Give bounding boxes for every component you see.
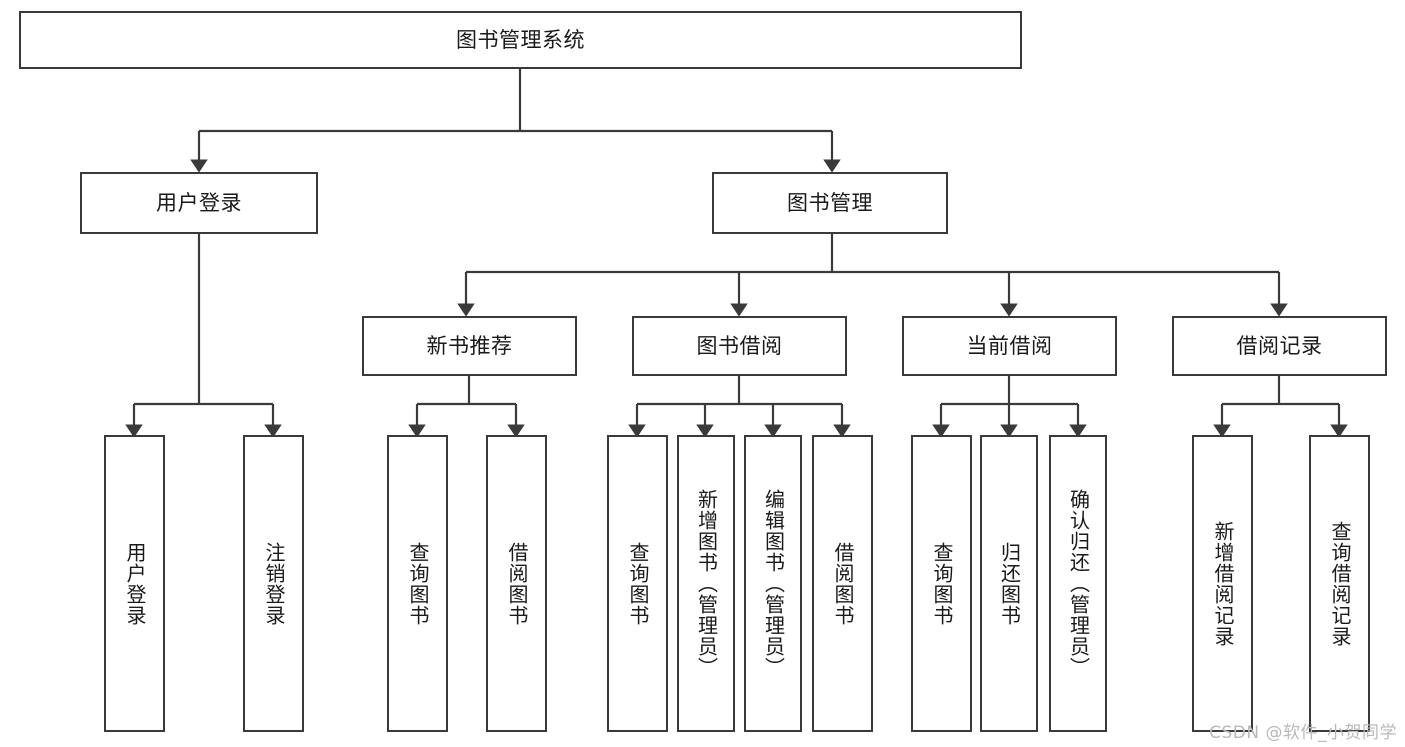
node-leaf-user-login-label: 用户登录 xyxy=(123,541,147,626)
node-book-manage[interactable]: 图书管理 xyxy=(712,172,948,234)
node-leaf-edit-book-admin[interactable]: 编辑图书（管理员） xyxy=(744,435,802,732)
node-book-borrow[interactable]: 图书借阅 xyxy=(632,316,847,376)
node-borrow-record[interactable]: 借阅记录 xyxy=(1172,316,1387,376)
node-leaf-query-book-1-label: 查询图书 xyxy=(406,541,430,626)
node-leaf-query-book-3[interactable]: 查询图书 xyxy=(911,435,972,732)
node-leaf-add-borrow-record-label: 新增借阅记录 xyxy=(1211,520,1235,647)
node-book-borrow-label: 图书借阅 xyxy=(696,333,783,358)
node-new-book-recommend-label: 新书推荐 xyxy=(426,333,513,358)
node-root-label: 图书管理系统 xyxy=(456,27,585,52)
node-current-borrow-label: 当前借阅 xyxy=(966,333,1053,358)
node-borrow-record-label: 借阅记录 xyxy=(1236,333,1323,358)
node-leaf-edit-book-admin-label: 编辑图书（管理员） xyxy=(761,489,786,678)
node-leaf-query-borrow-record[interactable]: 查询借阅记录 xyxy=(1309,435,1370,732)
node-leaf-query-book-1[interactable]: 查询图书 xyxy=(387,435,448,732)
watermark-text: CSDN @软件_小贺同学 xyxy=(1209,723,1397,743)
node-leaf-return-book-label: 归还图书 xyxy=(997,541,1022,626)
node-current-borrow[interactable]: 当前借阅 xyxy=(902,316,1117,376)
node-leaf-user-login[interactable]: 用户登录 xyxy=(104,435,165,732)
node-leaf-logout-login[interactable]: 注销登录 xyxy=(243,435,304,732)
node-leaf-borrow-book-2[interactable]: 借阅图书 xyxy=(812,435,873,732)
node-leaf-add-book-admin[interactable]: 新增图书（管理员） xyxy=(677,435,735,732)
node-leaf-query-book-2[interactable]: 查询图书 xyxy=(607,435,668,732)
node-leaf-query-borrow-record-label: 查询借阅记录 xyxy=(1328,520,1352,647)
node-leaf-borrow-book-1-label: 借阅图书 xyxy=(505,541,529,626)
node-leaf-confirm-return-admin-label: 确认归还（管理员） xyxy=(1066,489,1091,678)
node-leaf-logout-login-label: 注销登录 xyxy=(262,541,286,626)
node-user-login-label: 用户登录 xyxy=(156,190,242,215)
node-leaf-add-borrow-record[interactable]: 新增借阅记录 xyxy=(1192,435,1253,732)
node-new-book-recommend[interactable]: 新书推荐 xyxy=(362,316,577,376)
node-root[interactable]: 图书管理系统 xyxy=(19,11,1022,69)
node-user-login[interactable]: 用户登录 xyxy=(80,172,318,234)
node-leaf-return-book[interactable]: 归还图书 xyxy=(980,435,1038,732)
node-leaf-query-book-2-label: 查询图书 xyxy=(626,541,650,626)
node-leaf-confirm-return-admin[interactable]: 确认归还（管理员） xyxy=(1049,435,1107,732)
node-leaf-query-book-3-label: 查询图书 xyxy=(930,541,954,626)
node-leaf-add-book-admin-label: 新增图书（管理员） xyxy=(694,489,719,678)
node-book-manage-label: 图书管理 xyxy=(787,190,873,215)
node-leaf-borrow-book-2-label: 借阅图书 xyxy=(831,541,855,626)
node-leaf-borrow-book-1[interactable]: 借阅图书 xyxy=(486,435,547,732)
